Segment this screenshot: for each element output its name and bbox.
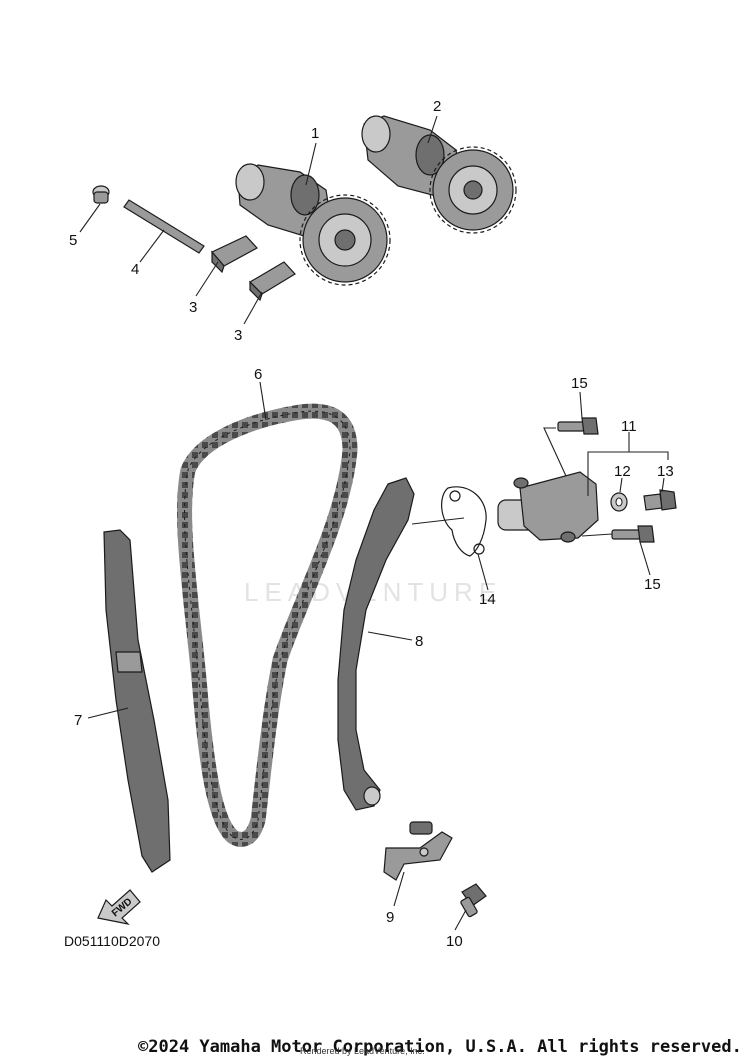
callout-10: 10: [446, 933, 463, 950]
copyright-notice: ©2024 Yamaha Motor Corporation, U.S.A. A…: [138, 1037, 742, 1057]
tensioner-washer[interactable]: [610, 492, 628, 512]
callout-6: 6: [254, 366, 262, 383]
dowel-pin[interactable]: [92, 185, 110, 204]
callout-11: 11: [621, 418, 637, 435]
callout-5: 5: [69, 232, 77, 249]
callout-8: 8: [415, 633, 423, 650]
timing-chain[interactable]: [177, 403, 358, 847]
tensioner-bolt-upper[interactable]: [557, 417, 599, 435]
camshaft-intake[interactable]: [361, 115, 517, 234]
tensioner-gasket[interactable]: [441, 486, 487, 557]
callout-12: 12: [614, 463, 631, 480]
leader-lines: [79, 115, 669, 931]
callout-9: 9: [386, 909, 394, 926]
callout-3b: 3: [234, 327, 242, 344]
cam-chain-tensioner[interactable]: [497, 471, 599, 543]
chain-tensioner-guide[interactable]: [337, 477, 415, 811]
callout-14: 14: [479, 591, 496, 608]
chain-stopper[interactable]: [383, 821, 453, 881]
camshaft-cap-1[interactable]: [211, 235, 258, 274]
callout-13: 13: [657, 463, 674, 480]
chain-guide[interactable]: [103, 529, 171, 873]
drawing-code: D051110D2070: [64, 933, 161, 949]
callout-1: 1: [311, 125, 319, 142]
fwd-arrow: FWD: [97, 889, 141, 925]
callout-labels: 1 2 3 3 4 5 6 7 8 9 10 11 12 13 14 15 15: [69, 98, 674, 950]
callout-15b: 15: [644, 576, 661, 593]
camshaft-cap-2[interactable]: [249, 261, 296, 302]
callout-3: 3: [189, 299, 197, 316]
tensioner-cap-bolt[interactable]: [643, 489, 677, 511]
stopper-bolt[interactable]: [460, 883, 487, 918]
callout-15: 15: [571, 375, 588, 392]
tensioner-bolt-lower[interactable]: [611, 525, 655, 543]
callout-4: 4: [131, 261, 139, 278]
rendered-by-note: Rendered by LeadVenture, Inc.: [300, 1046, 425, 1056]
camshaft-exhaust[interactable]: [235, 163, 391, 286]
rocker-shaft[interactable]: [123, 199, 205, 254]
callout-2: 2: [433, 98, 441, 115]
callout-7: 7: [74, 712, 82, 729]
